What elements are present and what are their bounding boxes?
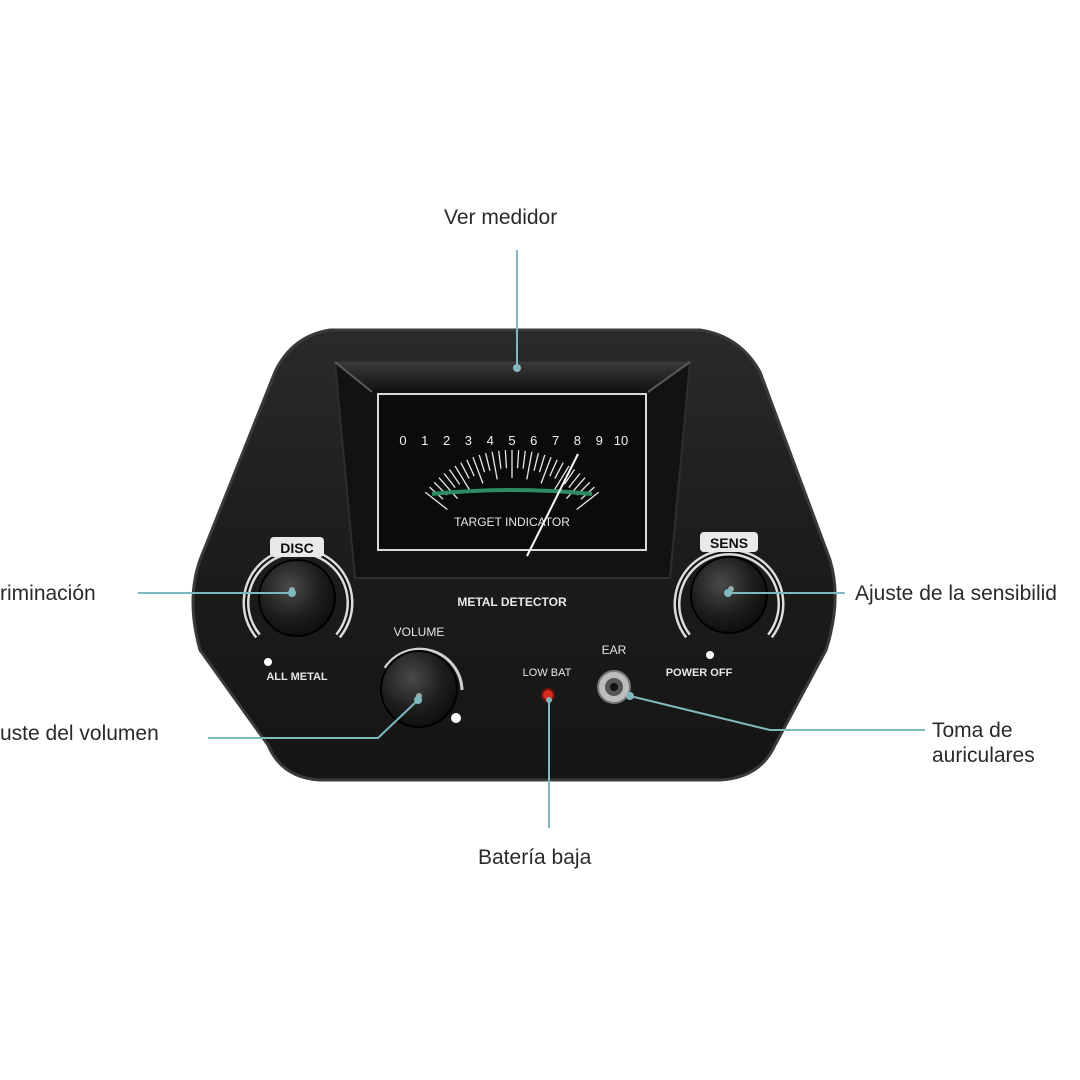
- meter-tick: [563, 469, 576, 485]
- low-bat-label: LOW BAT: [523, 667, 572, 679]
- callout-low-battery: Batería baja: [478, 846, 592, 869]
- meter-tick: [554, 462, 564, 479]
- callout-headphone-jack: Toma de auriculares: [932, 718, 1072, 768]
- power-off-dot: [706, 651, 714, 659]
- meter-scale-number: 1: [421, 433, 428, 448]
- meter-scale-number: 3: [465, 433, 472, 448]
- meter-tick: [526, 451, 533, 480]
- meter-tick: [438, 477, 459, 500]
- meter-tick: [448, 469, 461, 485]
- meter-scale-number: 5: [508, 433, 515, 448]
- sens-label-badge: [700, 532, 758, 552]
- meter-scale-number: 0: [399, 433, 406, 448]
- meter-scale-number: 8: [574, 433, 581, 448]
- meter-scale-number: 10: [614, 433, 628, 448]
- meter-hood-bezel: [335, 362, 690, 392]
- meter-tick: [485, 453, 491, 471]
- meter-tick: [516, 450, 520, 469]
- meter-tick: [460, 462, 470, 479]
- hood-edge-left: [334, 361, 373, 393]
- meter-tick: [522, 450, 526, 469]
- leader-volume: [208, 699, 419, 739]
- meter-scale-number: 9: [596, 433, 603, 448]
- meter-tick: [553, 465, 570, 491]
- meter-tick: [424, 491, 448, 511]
- meter-scale-number: 4: [487, 433, 494, 448]
- callout-discrimination: riminación: [0, 582, 96, 605]
- disc-sub-label: ALL METAL: [266, 671, 328, 683]
- leader-jack: [629, 695, 925, 731]
- sens-label: SENS: [710, 535, 748, 551]
- volume-max-dot: [451, 713, 461, 723]
- meter-tick: [504, 450, 508, 469]
- disc-label-badge: [270, 537, 324, 557]
- volume-knob[interactable]: [380, 650, 458, 728]
- meter-scale-number: 2: [443, 433, 450, 448]
- all-metal-dot: [264, 658, 272, 666]
- disc-knob[interactable]: [258, 559, 336, 637]
- callout-headphone-jack-line2: auriculares: [932, 744, 1035, 767]
- meter-tick: [454, 465, 471, 491]
- meter-scale-number: 7: [552, 433, 559, 448]
- hood-edge-right: [647, 361, 691, 393]
- callout-sensitivity: Ajuste de la sensibilid: [855, 582, 1057, 605]
- meter-tick: [491, 451, 498, 480]
- meter-green-arc: [431, 488, 593, 496]
- meter-tick: [549, 459, 558, 477]
- panel-title: METAL DETECTOR: [457, 595, 567, 609]
- callout-volume: uste del volumen: [0, 722, 159, 745]
- volume-label: VOLUME: [394, 625, 445, 639]
- sens-sub-label: POWER OFF: [666, 667, 733, 679]
- volume-arc: [383, 647, 464, 691]
- leader-lines: [138, 250, 925, 828]
- meter-tick: [478, 454, 486, 473]
- meter-scale-number: 6: [530, 433, 537, 448]
- ear-label: EAR: [602, 643, 627, 657]
- meter-tick: [498, 450, 502, 469]
- meter-tick: [568, 473, 581, 489]
- meter-tick: [565, 477, 586, 500]
- meter-tick: [533, 453, 539, 471]
- callout-headphone-jack-line1: Toma de: [932, 719, 1013, 742]
- disc-label: DISC: [280, 540, 313, 556]
- meter-caption: TARGET INDICATOR: [454, 515, 570, 529]
- disc-control: DISC ALL METAL: [242, 537, 354, 683]
- meter-tick: [576, 491, 600, 511]
- meter-tick: [472, 456, 484, 484]
- meter-tick: [466, 459, 475, 477]
- meter-tick: [443, 473, 456, 489]
- meter-tick: [538, 454, 546, 473]
- meter-needle: [526, 453, 579, 557]
- meter-tick: [540, 456, 552, 484]
- callout-meter: Ver medidor: [444, 206, 558, 229]
- leader-dots: [288, 364, 732, 704]
